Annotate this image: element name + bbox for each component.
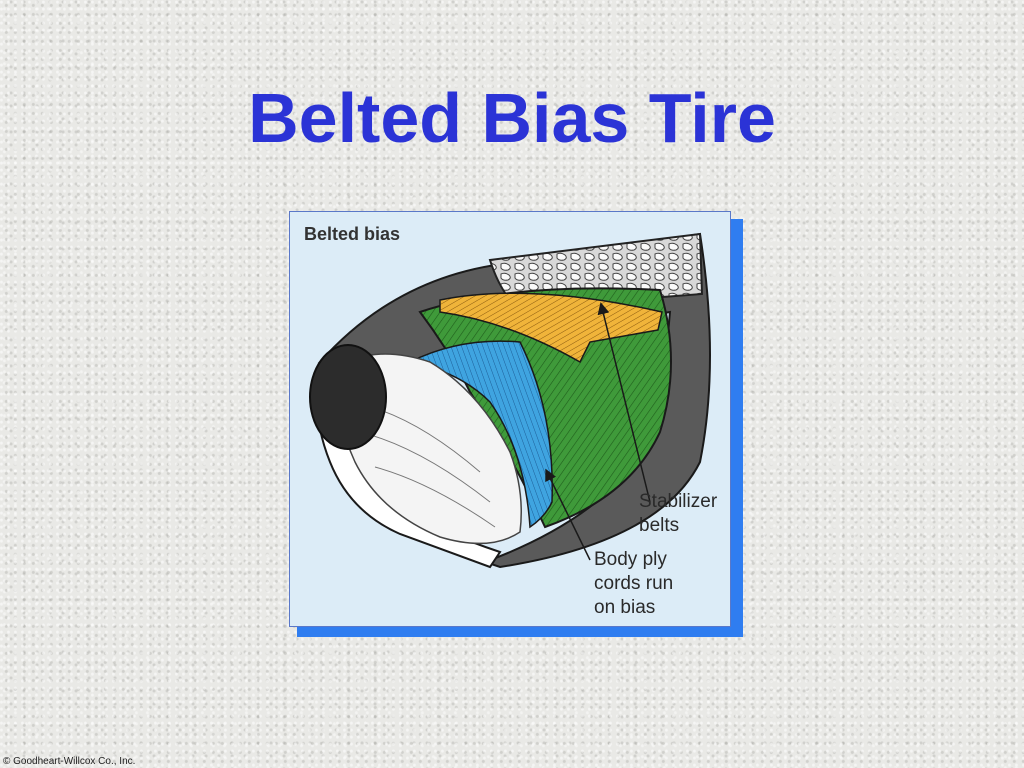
tire-inner-cavity xyxy=(309,344,387,450)
figure-panel: Belted bias Stabilizer belts Body ply co… xyxy=(289,211,731,627)
figure-heading: Belted bias xyxy=(304,224,401,244)
belt-leader-line xyxy=(597,302,651,503)
ply-leader-line xyxy=(545,468,591,561)
tire-cutaway-illustration xyxy=(309,232,711,569)
body-ply xyxy=(407,340,553,529)
callout-stabilizer-belts: Stabilizer belts xyxy=(639,491,718,536)
slide-title: Belted Bias Tire xyxy=(248,79,776,157)
tire-figure: Belted bias Stabilizer belts Body ply co… xyxy=(289,211,745,639)
copyright-footer: © Goodheart-Willcox Co., Inc. xyxy=(3,756,136,767)
callout-body-ply: Body ply cords run on bias xyxy=(594,549,674,618)
